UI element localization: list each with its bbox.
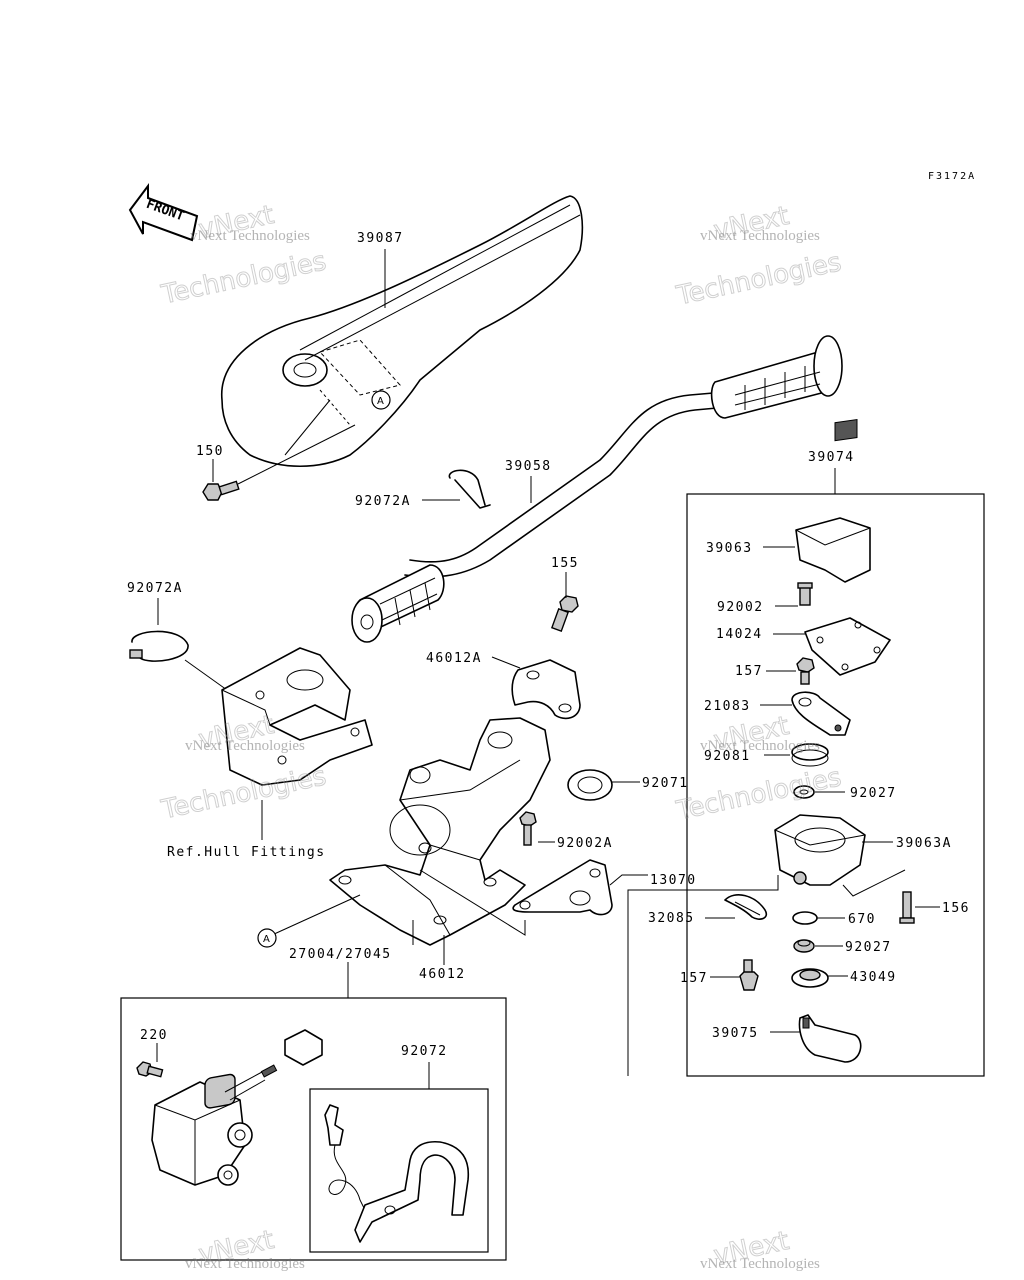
label-670: 670 [848,912,876,927]
steering-holder-46012 [329,717,551,946]
label-92002a: 92002A [557,836,613,851]
svg-text:Technologies: Technologies [158,246,329,310]
reference-circle-a-bottom: A [257,928,277,948]
label-92081: 92081 [704,749,751,764]
label-14024: 14024 [716,627,763,642]
svg-text:Technologies: Technologies [673,247,844,311]
clamp-46012a [511,659,581,720]
svg-text:vNext Technologies: vNext Technologies [185,1256,305,1272]
lanyard-box-92072 [309,1088,489,1253]
cable-band-92072a-top [448,469,491,509]
label-27004-27045: 27004/27045 [289,947,392,962]
plate-13070 [512,859,613,916]
label-39058: 39058 [505,459,552,474]
cable-band-92072a-left [129,630,189,662]
washer-92027-bottom [793,939,815,953]
gasket-14024 [804,617,891,676]
svg-text:vNext Technologies: vNext Technologies [190,228,310,244]
svg-text:vNext Technologies: vNext Technologies [185,738,305,754]
label-92072a-left: 92072A [127,581,183,596]
svg-text:A: A [377,396,384,407]
label-156: 156 [942,901,970,916]
screw-220 [136,1061,164,1078]
label-92072: 92072 [401,1044,448,1059]
label-157-bottom: 157 [680,971,708,986]
reference-circle-a-top: A [371,390,391,410]
watermark-bottom-right: vNext vNext Technologies [700,1226,820,1272]
label-150: 150 [196,444,224,459]
front-arrow-icon: FRONT [128,183,199,242]
label-92072a-top: 92072A [355,494,411,509]
seal-43049 [791,968,829,988]
bolt-157-top [796,657,815,685]
label-92002: 92002 [717,600,764,615]
grommet-92071 [567,769,613,801]
screw-156 [899,891,915,924]
stop-switch [151,1029,323,1186]
label-43049: 43049 [850,970,897,985]
bolt-92002a [519,811,537,846]
housing-39063a [774,814,866,886]
label-92027-bottom: 92027 [845,940,892,955]
label-46012: 46012 [419,967,466,982]
svg-text:A: A [263,934,270,945]
handlebar-39058 [351,335,843,643]
cover-39063 [795,418,871,583]
label-39075: 39075 [712,1026,759,1041]
switch-21083 [791,691,851,736]
label-157-top: 157 [735,664,763,679]
lanyard-92072 [324,1104,470,1243]
assembly-box-switch [120,997,507,1261]
label-155: 155 [551,556,579,571]
bolt-155 [550,595,579,633]
washer-92027-top [793,785,815,799]
svg-text:vNext Technologies: vNext Technologies [700,738,820,754]
label-39087: 39087 [357,231,404,246]
bolt-157-bottom [739,959,759,991]
label-39063: 39063 [706,541,753,556]
label-46012a: 46012A [426,651,482,666]
watermark-top-right: vNext vNext Technologies Technologies [673,201,845,313]
o-ring-670 [792,911,818,925]
label-92027-top: 92027 [850,786,897,801]
label-39063a: 39063A [896,836,952,851]
label-32085: 32085 [648,911,695,926]
throttle-lever-39075 [798,1014,862,1063]
label-21083: 21083 [704,699,751,714]
watermark-bottom-left: vNext vNext Technologies [185,1225,305,1272]
lever-32085 [724,894,768,920]
svg-text:vNext Technologies: vNext Technologies [700,228,820,244]
label-220: 220 [140,1028,168,1043]
screw-92002 [797,582,813,606]
handlebar-cover-39087 [221,195,584,467]
spring-92081 [791,743,829,767]
diagram-code: F3172A [928,171,976,182]
label-39074: 39074 [808,450,855,465]
label-92071: 92071 [642,776,689,791]
label-13070: 13070 [650,873,697,888]
label-ref-hull-fittings: Ref.Hull Fittings [167,845,326,860]
svg-text:vNext Technologies: vNext Technologies [700,1256,820,1272]
hull-fitting-bracket [221,647,373,786]
bolt-150 [202,424,356,501]
